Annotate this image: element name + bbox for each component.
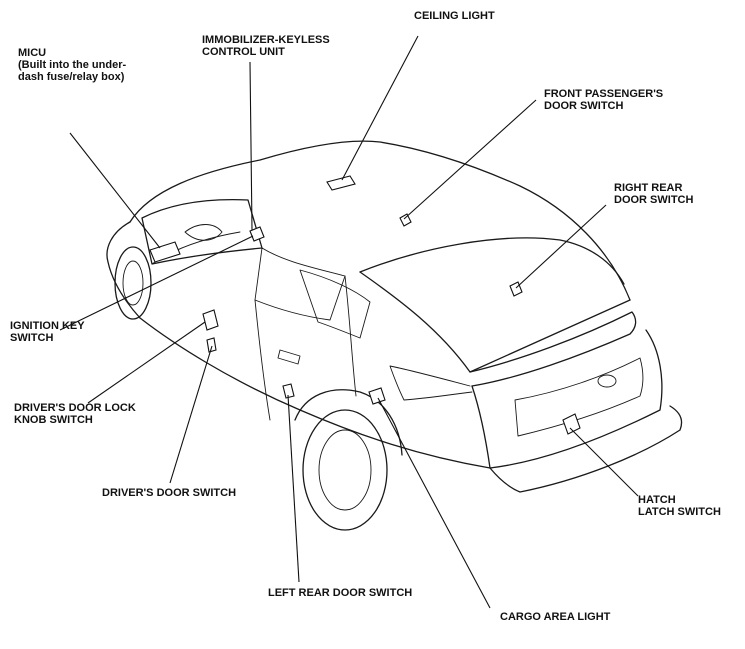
rear-emblem [597,374,617,388]
hood-outline [106,221,141,319]
label-right-rear-door-switch: RIGHT REAR DOOR SWITCH [614,182,694,206]
label-drivers-door-switch: DRIVER'S DOOR SWITCH [102,487,237,499]
label-front-passengers-door-switch: FRONT PASSENGER'S DOOR SWITCH [544,88,664,112]
label-micu: MICU (Built into the under- dash fuse/re… [18,47,127,83]
ceiling-light-component [326,175,356,191]
label-immobilizer-keyless-control-unit: IMMOBILIZER-KEYLESS CONTROL UNIT [202,34,330,58]
left-rear-door-switch-component [282,383,295,399]
door-line [254,299,271,421]
car-body [106,140,683,531]
leader-left-rear-door-switch [287,394,300,583]
leader-right-rear-door-switch [515,204,607,289]
tail-light [389,365,473,401]
steering-wheel [184,224,223,241]
roof-outline [129,140,631,301]
side-body [139,317,491,469]
leader-ignition-key-switch [59,235,254,331]
roof-rear-edge [359,237,625,285]
label-cargo-area-light: CARGO AREA LIGHT [500,611,611,623]
hatch-latch-switch-component [562,413,581,435]
front-passenger-door-switch-component [399,213,412,227]
leader-micu [69,132,161,249]
label-ceiling-light: CEILING LIGHT [414,10,495,22]
front-wheel-hub [122,260,144,306]
hatch-spoiler [469,311,637,387]
leader-ceiling-light [341,35,419,181]
rear-wheel-arch [294,389,403,456]
micu-component [149,241,181,263]
rear-wheel [302,409,388,531]
leader-drivers-door-switch [169,345,213,484]
rear-hatch-lower [471,329,663,469]
leader-hatch-latch-switch [569,427,639,497]
label-left-rear-door-switch: LEFT REAR DOOR SWITCH [268,587,413,599]
front-wheel [114,246,152,320]
rear-side-window [299,269,371,339]
label-drivers-door-lock-knob-switch: DRIVER'S DOOR LOCK KNOB SWITCH [14,402,136,426]
cargo-area-light-component [368,387,386,405]
label-ignition-key-switch: IGNITION KEY SWITCH [10,320,85,344]
rear-bumper [489,405,683,493]
ignition-key-switch-component [202,309,219,331]
rear-door-line [344,275,357,397]
hatch-top [359,271,631,373]
leader-lines [59,35,639,609]
drivers-door-lock-knob-switch-component [206,337,217,353]
components [149,175,581,435]
immobilizer-component [249,226,265,242]
leader-drivers-door-lock-knob-switch [87,321,206,404]
leader-immobilizer [249,61,253,231]
door-handle [277,349,301,365]
leader-cargo-area-light [377,397,491,609]
label-hatch-latch-switch: HATCH LATCH SWITCH [638,494,721,518]
front-side-window [254,247,346,321]
leader-front-passenger-door-switch [403,99,537,220]
rear-wheel-hub [318,429,372,511]
